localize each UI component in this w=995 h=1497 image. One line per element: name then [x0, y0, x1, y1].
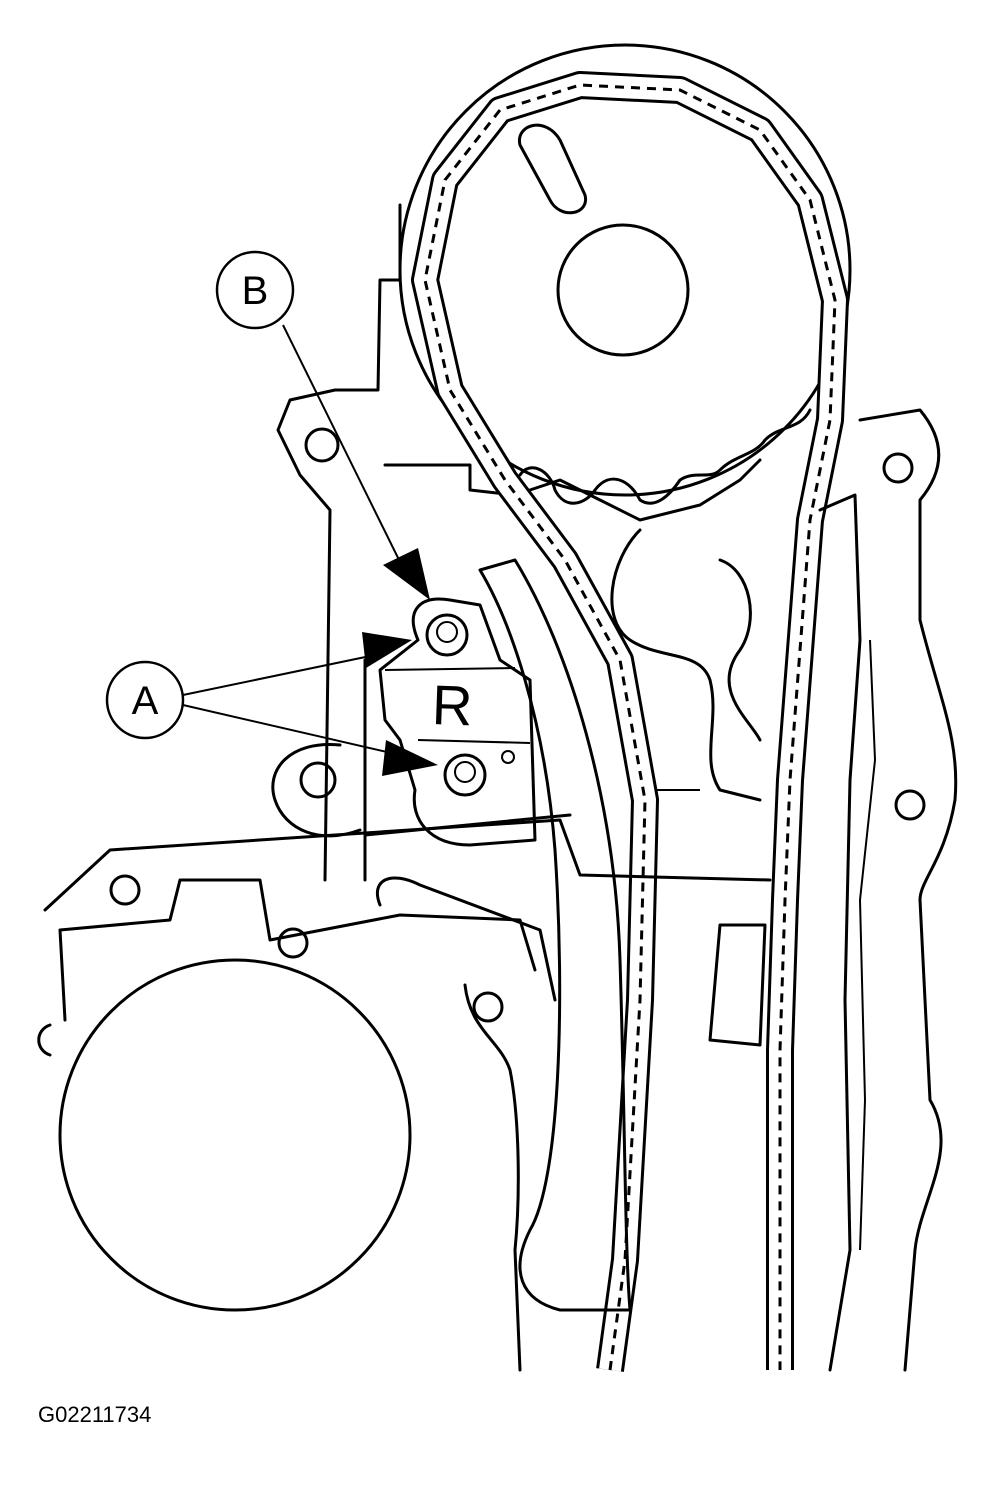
bracket-pin	[501, 750, 515, 764]
cover-bolt-hole	[109, 874, 141, 906]
lower-cover-lip	[375, 876, 557, 1002]
auxiliary-gear	[610, 528, 762, 802]
housing-hole	[299, 761, 337, 799]
leader-line-b	[282, 324, 406, 573]
chain-tensioner-arm	[478, 558, 632, 1312]
tensioner-bolt-upper	[425, 613, 469, 657]
crankshaft-opening	[58, 958, 412, 1312]
cover-bolt-hole	[277, 927, 309, 959]
lower-cover-boss	[463, 983, 522, 1372]
leader-line-a-lower	[182, 704, 401, 756]
leader-line-a-upper	[182, 654, 376, 696]
chain-links	[423, 83, 837, 1371]
right-housing-step	[858, 639, 877, 1251]
bracket-edge	[417, 739, 531, 744]
bracket-side-mark: R	[431, 673, 474, 737]
housing-hole	[304, 427, 340, 463]
right-housing-edge	[858, 408, 958, 1372]
bracket-edge	[384, 667, 516, 671]
sprocket-teeth	[518, 408, 812, 505]
callout-a: A	[105, 660, 185, 740]
arrowhead-b	[383, 548, 430, 600]
housing-lobe	[271, 742, 362, 838]
lower-cover-outline	[58, 878, 537, 1022]
housing-hole	[882, 452, 914, 484]
callout-b: B	[215, 250, 295, 330]
camshaft-hub	[556, 223, 690, 357]
sprocket-slot	[518, 123, 587, 215]
upper-housing-outline	[276, 203, 402, 882]
lower-cover-edge	[708, 923, 767, 1047]
arrowhead-a-lower	[382, 740, 438, 776]
housing-hole	[894, 789, 926, 821]
arrowhead-a-upper	[362, 632, 412, 668]
cover-notch	[37, 1023, 52, 1057]
cover-bolt-hole	[472, 991, 504, 1023]
chain-guide-right	[818, 493, 862, 1372]
tensioner-bracket	[378, 597, 537, 847]
lower-cover-outline	[43, 818, 772, 912]
mount-ledge	[363, 813, 572, 837]
camshaft-sprocket	[398, 43, 852, 497]
callout-b-label: B	[242, 269, 269, 313]
tensioner-bolt-lower	[443, 753, 487, 797]
figure-id: G02211734	[38, 1402, 152, 1427]
callout-a-label: A	[132, 679, 159, 723]
auxiliary-gear	[718, 558, 762, 742]
